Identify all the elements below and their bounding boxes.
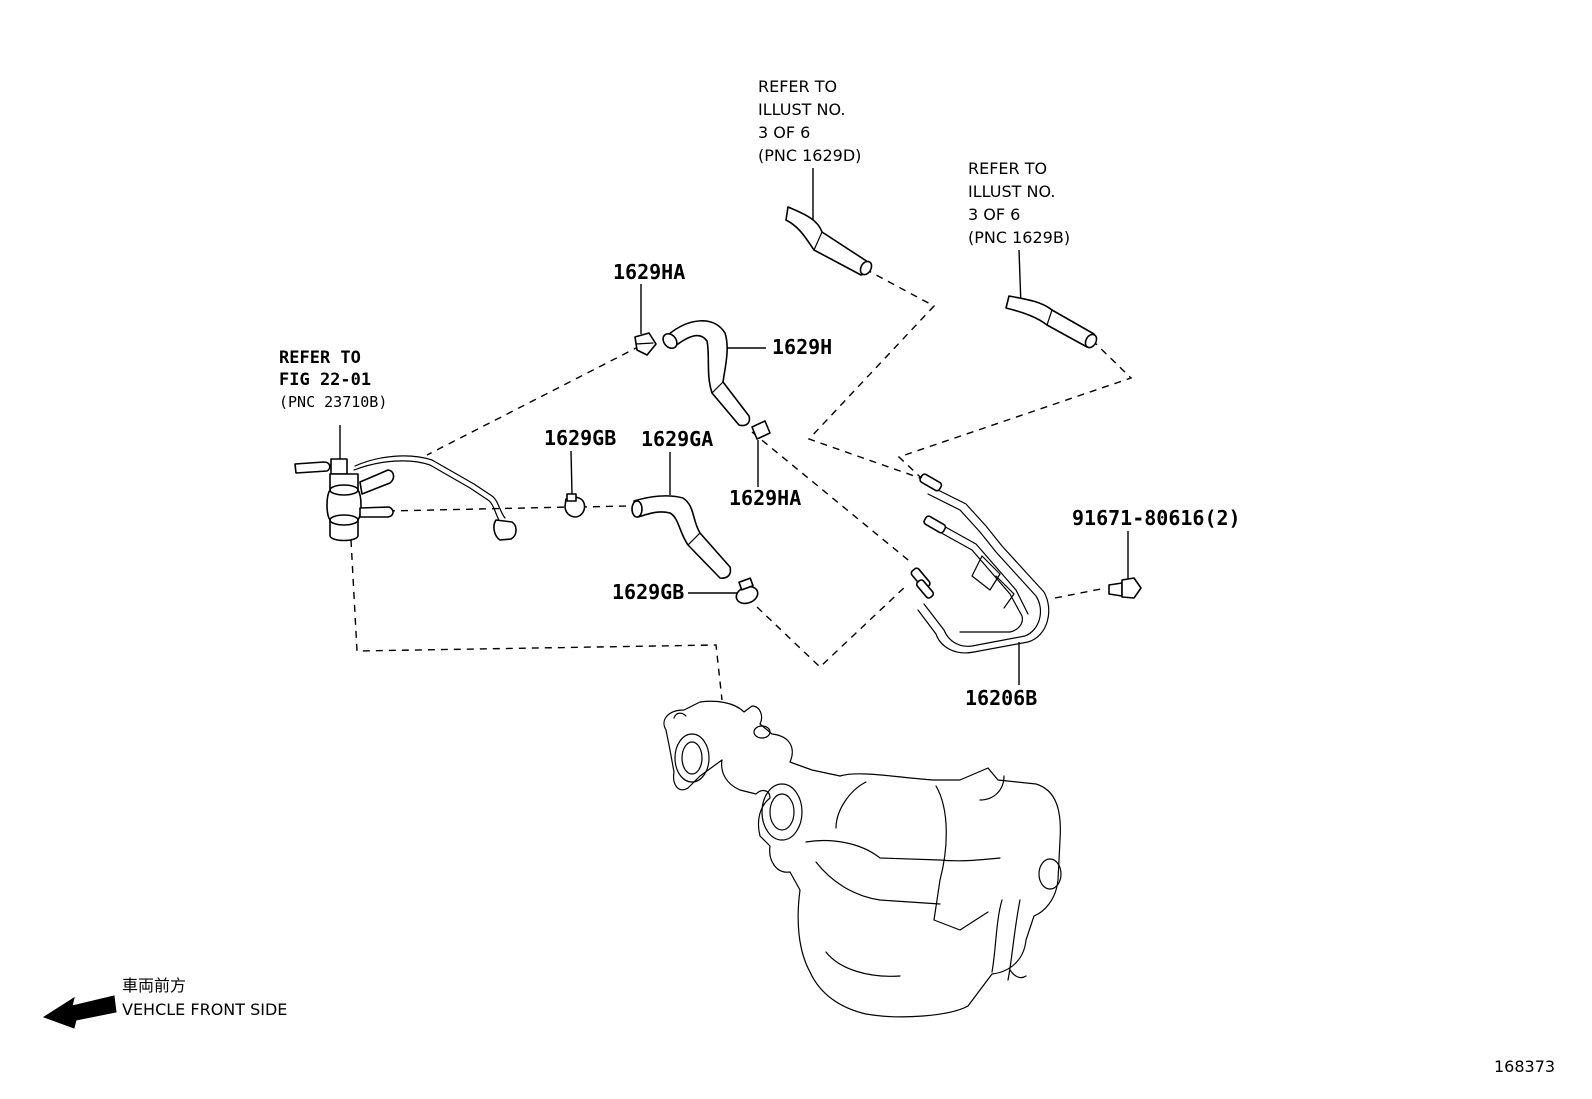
ref-line: REFER TO (758, 77, 837, 96)
label-1629ha-top: 1629HA (613, 260, 685, 284)
bolt-91671-80616 (1108, 577, 1142, 599)
turbocharger-assembly (663, 700, 1062, 1018)
label-1629h: 1629H (772, 335, 832, 359)
hose-1629h (662, 320, 751, 427)
fuel-pipe-16206b (910, 473, 1050, 654)
vehicle-front-indicator: 車両前方 VEHCLE FRONT SIDE (42, 976, 287, 1029)
connection-lines (350, 268, 1133, 701)
ref-line: (PNC 23710B) (279, 393, 387, 411)
ref-line: 3 OF 6 (758, 123, 810, 142)
clamp-1629gb-left (564, 493, 586, 518)
ref-line: REFER TO (279, 348, 361, 368)
ref-line: FIG 22-01 (279, 370, 371, 390)
hose-1629b (1005, 295, 1098, 349)
ref-line: ILLUST NO. (968, 182, 1055, 201)
label-1629gb-left: 1629GB (544, 426, 616, 450)
ref-line: (PNC 1629D) (758, 146, 861, 165)
reference-fig-22-01: REFER TO FIG 22-01 (PNC 23710B) (279, 348, 387, 411)
ref-line: REFER TO (968, 159, 1047, 178)
reference-pnc-1629b: REFER TO ILLUST NO. 3 OF 6 (PNC 1629B) (968, 159, 1070, 247)
reference-pnc-1629d: REFER TO ILLUST NO. 3 OF 6 (PNC 1629D) (758, 77, 861, 165)
clamp-1629gb-bottom (735, 577, 759, 605)
label-1629ga: 1629GA (641, 427, 713, 451)
vacuum-switching-valve (294, 455, 517, 542)
hose-1629ga (631, 495, 732, 579)
label-91671-80616: 91671-80616(2) (1072, 506, 1241, 530)
clamp-1629ha-mid (751, 420, 771, 440)
ref-line: (PNC 1629B) (968, 228, 1070, 247)
ref-line: 3 OF 6 (968, 205, 1020, 224)
label-1629ha-mid: 1629HA (729, 486, 801, 510)
illustration-number: 168373 (1494, 1057, 1555, 1076)
front-label-en: VEHCLE FRONT SIDE (122, 1000, 287, 1019)
label-1629gb-bottom: 1629GB (612, 580, 684, 604)
clamp-1629ha-top (634, 332, 657, 356)
ref-line: ILLUST NO. (758, 100, 845, 119)
label-16206b: 16206B (965, 686, 1037, 710)
front-label-jp: 車両前方 (122, 976, 186, 995)
hose-1629d (785, 206, 873, 276)
front-arrow-icon (42, 995, 117, 1029)
